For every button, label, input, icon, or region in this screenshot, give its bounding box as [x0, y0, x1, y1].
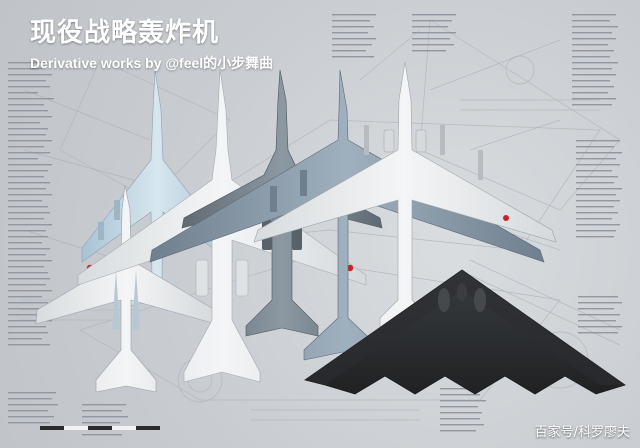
poster-subtitle: Derivative works by @feel的小步舞曲 — [30, 55, 274, 71]
red-star-marking — [503, 215, 509, 221]
watermark: 百家号/科罗廖夫 — [534, 425, 630, 440]
red-star-marking — [346, 264, 354, 272]
poster-title: 现役战略轰炸机 — [30, 18, 220, 48]
title-block: 现役战略轰炸机 Derivative works by @feel的小步舞曲 — [30, 12, 273, 73]
scale-bar — [40, 426, 160, 430]
stealth-flying-wing-bomber — [304, 269, 626, 395]
